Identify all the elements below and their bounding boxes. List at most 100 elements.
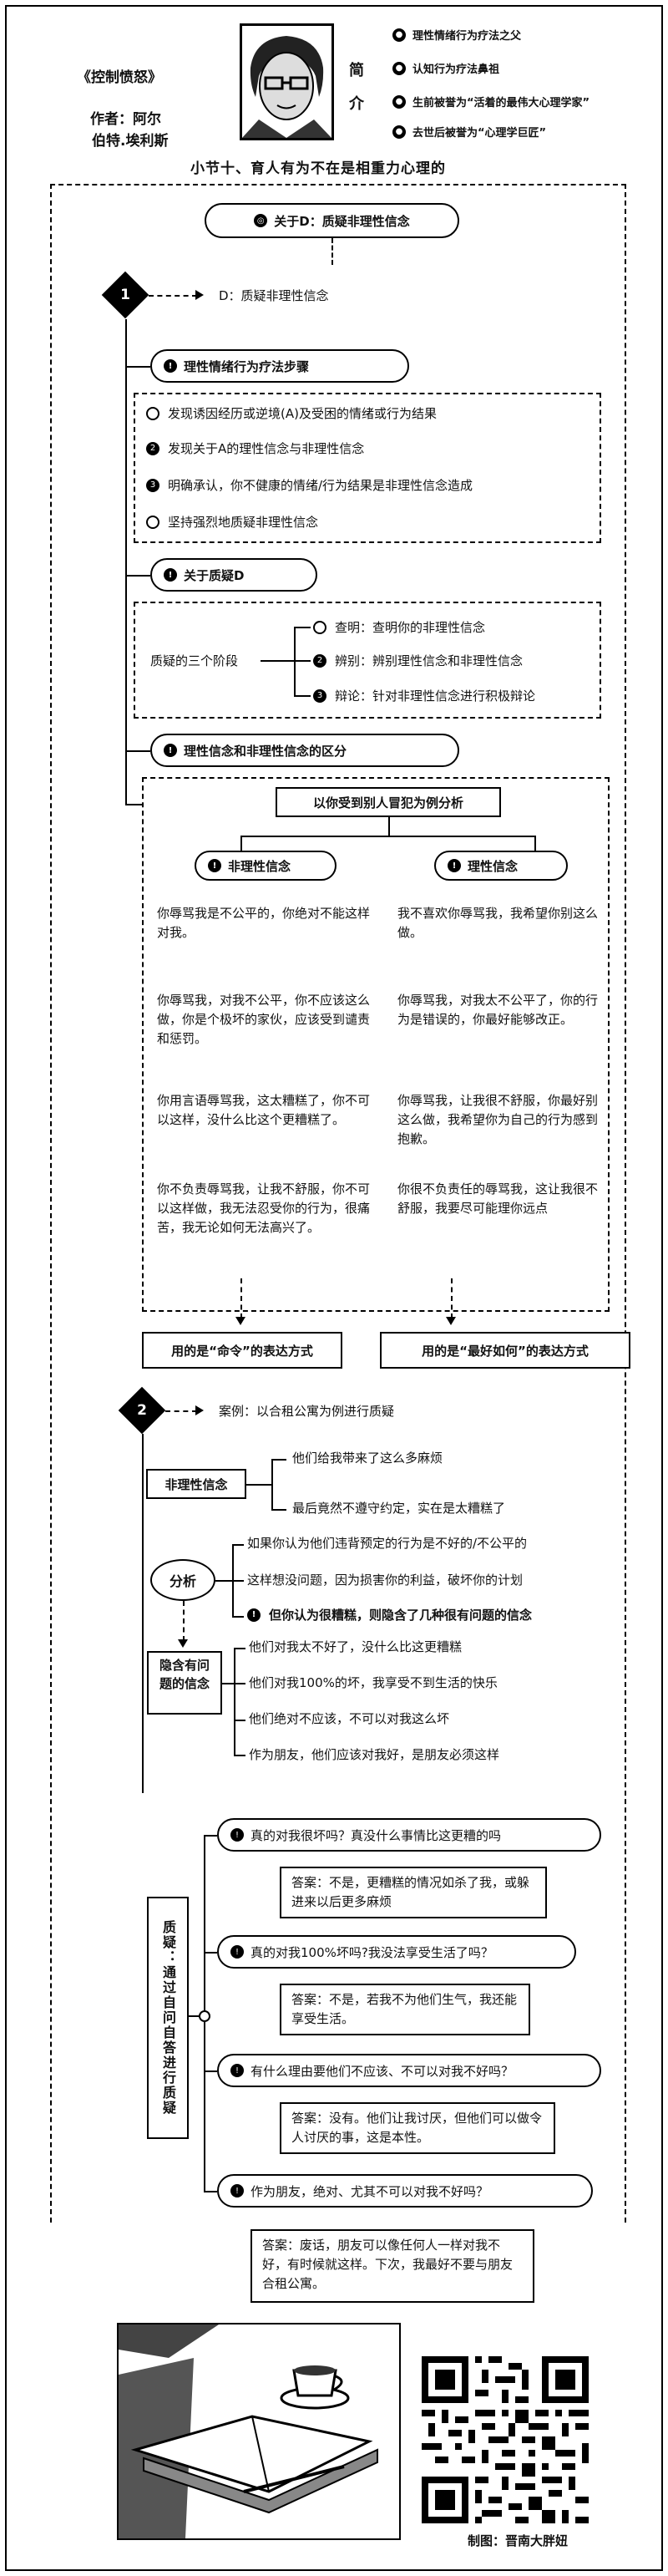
connector bbox=[232, 1544, 244, 1546]
connector bbox=[451, 1278, 453, 1318]
connector bbox=[232, 1580, 244, 1582]
about-d-title: !关于质疑D bbox=[150, 558, 317, 592]
step-2-icon: 2 bbox=[146, 441, 159, 455]
arrow-right-icon bbox=[195, 290, 204, 300]
rational-item: 我不喜欢你辱骂我，我希望你别这么做。 bbox=[397, 906, 599, 940]
part2-number: 2 bbox=[137, 1402, 147, 1419]
analysis-label: 分析 bbox=[150, 1559, 215, 1601]
connector bbox=[271, 1459, 273, 1509]
bio-item: ●生前被誉为“活着的最伟大心理学家” bbox=[392, 94, 590, 109]
rational-item: 你辱骂我，对我太不公平了，你的行为是错误的，你最好能够改正。 bbox=[397, 993, 599, 1027]
arrow-down-icon bbox=[446, 1317, 456, 1325]
connector bbox=[271, 1459, 286, 1461]
info-icon: ! bbox=[448, 859, 461, 872]
info-icon: ! bbox=[164, 359, 177, 373]
bio-item: ●认知行为疗法鼻祖 bbox=[392, 60, 499, 76]
irrational-item: 你不负责辱骂我，让我不舒服，你不可以这样做，我无法忍受你的行为，很痛苦，我无论如… bbox=[157, 1181, 371, 1235]
irrational-label: !非理性信念 bbox=[195, 851, 337, 881]
connector bbox=[125, 366, 150, 368]
hidden-item: 他们对我100%的坏，我享受不到生活的快乐 bbox=[249, 1675, 498, 1690]
diff-title: !理性信念和非理性信念的区分 bbox=[150, 734, 459, 767]
connector bbox=[388, 817, 390, 836]
step-4-icon bbox=[146, 515, 159, 529]
connector bbox=[234, 1648, 245, 1649]
rational-label: !理性信念 bbox=[434, 851, 568, 881]
stages-box bbox=[134, 602, 601, 719]
case-irrational-item: 他们给我带来了这么多麻烦 bbox=[292, 1451, 443, 1466]
question-item: !作为朋友，绝对、尤其不可以对我不好吗？ bbox=[217, 2174, 593, 2208]
connector bbox=[246, 1484, 271, 1486]
connector bbox=[294, 695, 311, 697]
rational-item: 你辱骂我，让我很不舒服，你最好别这么做，我希望你为自己的行为感到抱歉。 bbox=[397, 1093, 599, 1146]
section-title: ◎关于D：质疑非理性信念 bbox=[205, 203, 459, 238]
hidden-item: 他们绝对不应该，不可以对我这么坏 bbox=[249, 1711, 450, 1726]
connector bbox=[183, 1601, 185, 1641]
step-item: 发现诱因经历或逆境(A)及受困的情绪或行为结果 bbox=[146, 404, 437, 422]
analysis-item: 这样想没问题，因为损害你的利益，破坏你的计划 bbox=[247, 1573, 524, 1588]
connector bbox=[240, 836, 534, 837]
book-illustration bbox=[117, 2323, 401, 2540]
steps-box bbox=[134, 393, 601, 543]
step-3-icon: 3 bbox=[146, 478, 159, 492]
series-subtitle: 小节十、育人有为不在是相重力心理的 bbox=[190, 160, 446, 177]
connector bbox=[261, 660, 294, 662]
connector bbox=[125, 750, 150, 752]
pin-icon: ● bbox=[392, 28, 406, 42]
page-frame bbox=[5, 5, 663, 2571]
answer-item: 答案：不是，更糟糕的情况如杀了我，或躲进来以后更多麻烦 bbox=[280, 1867, 547, 1918]
connector bbox=[204, 2070, 217, 2072]
connector bbox=[125, 804, 150, 805]
info-icon: ! bbox=[164, 744, 177, 757]
collapse-node bbox=[199, 2010, 210, 2022]
stages-label: 质疑的三个阶段 bbox=[150, 653, 239, 668]
maker-credit: 制图：晋南大胖妞 bbox=[468, 2533, 569, 2548]
part2-heading: 案例：以合租公寓为例进行质疑 bbox=[219, 1404, 395, 1419]
arrow-down-icon bbox=[235, 1317, 245, 1325]
intro-char-1: 简 bbox=[349, 62, 364, 79]
answer-item: 答案：废话，朋友可以像任何人一样对我不好，有时候就这样。下次，我最好不要与朋友合… bbox=[250, 2229, 534, 2303]
question-item: !真的对我100%坏吗?我没法享受生活了吗？ bbox=[217, 1935, 576, 1969]
connector bbox=[204, 1835, 217, 1837]
connector bbox=[234, 1720, 245, 1721]
target-icon: ◎ bbox=[254, 214, 268, 227]
bio-item: ●理性情绪行为疗法之父 bbox=[392, 27, 521, 43]
author-name: 伯特.埃利斯 bbox=[92, 133, 169, 150]
qr-code[interactable] bbox=[422, 2356, 589, 2523]
connector bbox=[534, 836, 536, 851]
connector bbox=[204, 2191, 217, 2192]
connector bbox=[204, 1952, 217, 1954]
connector bbox=[234, 1683, 245, 1684]
info-icon: ! bbox=[164, 568, 177, 582]
example-title: 以你受到别人冒犯为例分析 bbox=[276, 787, 501, 817]
hidden-item: 他们对我太不好了，没什么比这更糟糕 bbox=[249, 1639, 463, 1654]
info-icon: ! bbox=[230, 2064, 244, 2077]
irrational-item: 你辱骂我是不公平的，你绝对不能这样对我。 bbox=[157, 906, 371, 940]
connector bbox=[125, 575, 150, 577]
bio-item: ●去世后被誉为“心理学巨匠” bbox=[392, 124, 546, 140]
pin-icon: ● bbox=[392, 124, 406, 139]
connector bbox=[189, 2015, 204, 2017]
pin-icon: ● bbox=[392, 94, 406, 109]
connector bbox=[331, 238, 333, 265]
info-icon: ! bbox=[247, 1608, 261, 1622]
irrational-item: 你用言语辱骂我，这太糟糕了，你不可以这样，没什么比这个更糟糕了。 bbox=[157, 1093, 371, 1127]
part1-number: 1 bbox=[120, 287, 130, 303]
connector bbox=[234, 1648, 235, 1755]
step-1-icon bbox=[146, 406, 159, 420]
rational-item: 你很不负责任的辱骂我，这让我很不舒服，我要尽可能理你远点 bbox=[397, 1181, 599, 1216]
case-irrational-item: 最后竟然不遵守约定，实在是太糟糕了 bbox=[292, 1501, 506, 1516]
tree-line bbox=[125, 319, 127, 804]
rational-conclusion: 用的是“最好如何”的表达方式 bbox=[380, 1332, 630, 1369]
stage-item: 查明：查明你的非理性信念 bbox=[313, 618, 485, 636]
info-icon: ! bbox=[208, 859, 221, 872]
answer-item: 答案：不是，若我不为他们生气，我还能享受生活。 bbox=[280, 1984, 530, 2035]
connector bbox=[215, 1580, 232, 1582]
connector bbox=[240, 1278, 242, 1318]
analysis-highlight: !但你认为很糟糕，则隐含了几种很有问题的信念 bbox=[247, 1606, 532, 1623]
hidden-label: 隐含有问题的信念 bbox=[147, 1651, 222, 1715]
tree-line bbox=[142, 1434, 144, 1793]
author-label: 作者：阿尔 bbox=[90, 111, 161, 128]
irrational-item: 你辱骂我，对我不公平，你不应该这么做，你是个极坏的家伙，应该受到谴责和惩罚。 bbox=[157, 993, 371, 1046]
